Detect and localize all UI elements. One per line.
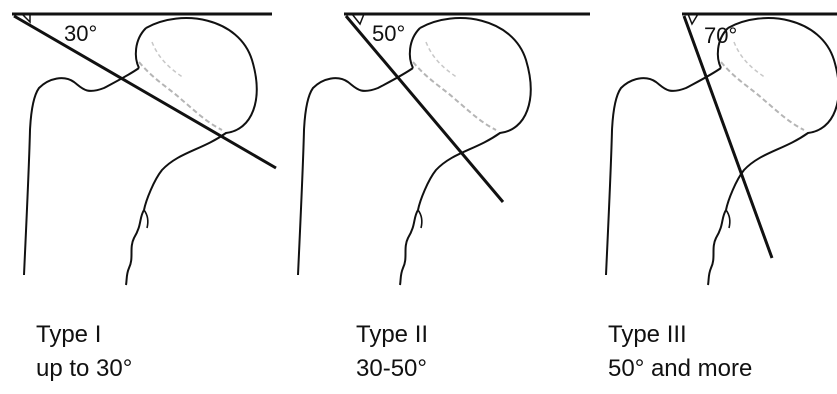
femur-outline-3 bbox=[606, 18, 837, 285]
caption-type-3: Type III 50° and more bbox=[608, 318, 752, 386]
panel-type-1: 30° bbox=[12, 14, 276, 285]
range-label-1: up to 30° bbox=[36, 352, 132, 386]
angle-label-2: 50° bbox=[372, 21, 405, 46]
fracture-line-1 bbox=[14, 16, 276, 168]
angle-label-3: 70° bbox=[704, 23, 737, 48]
range-label-3: 50° and more bbox=[608, 352, 752, 386]
panel-type-2: 50° bbox=[298, 14, 590, 285]
femur-outline-1 bbox=[24, 18, 257, 285]
type-label-1: Type I bbox=[36, 318, 132, 352]
caption-type-1: Type I up to 30° bbox=[36, 318, 132, 386]
caption-type-2: Type II 30-50° bbox=[356, 318, 428, 386]
fracture-line-2 bbox=[346, 16, 503, 202]
range-label-2: 30-50° bbox=[356, 352, 428, 386]
femur-outline-2 bbox=[298, 18, 531, 285]
type-label-3: Type III bbox=[608, 318, 752, 352]
type-label-2: Type II bbox=[356, 318, 428, 352]
fracture-line-3 bbox=[684, 16, 772, 258]
panel-type-3: 70° bbox=[606, 14, 837, 285]
angle-label-1: 30° bbox=[64, 21, 97, 46]
